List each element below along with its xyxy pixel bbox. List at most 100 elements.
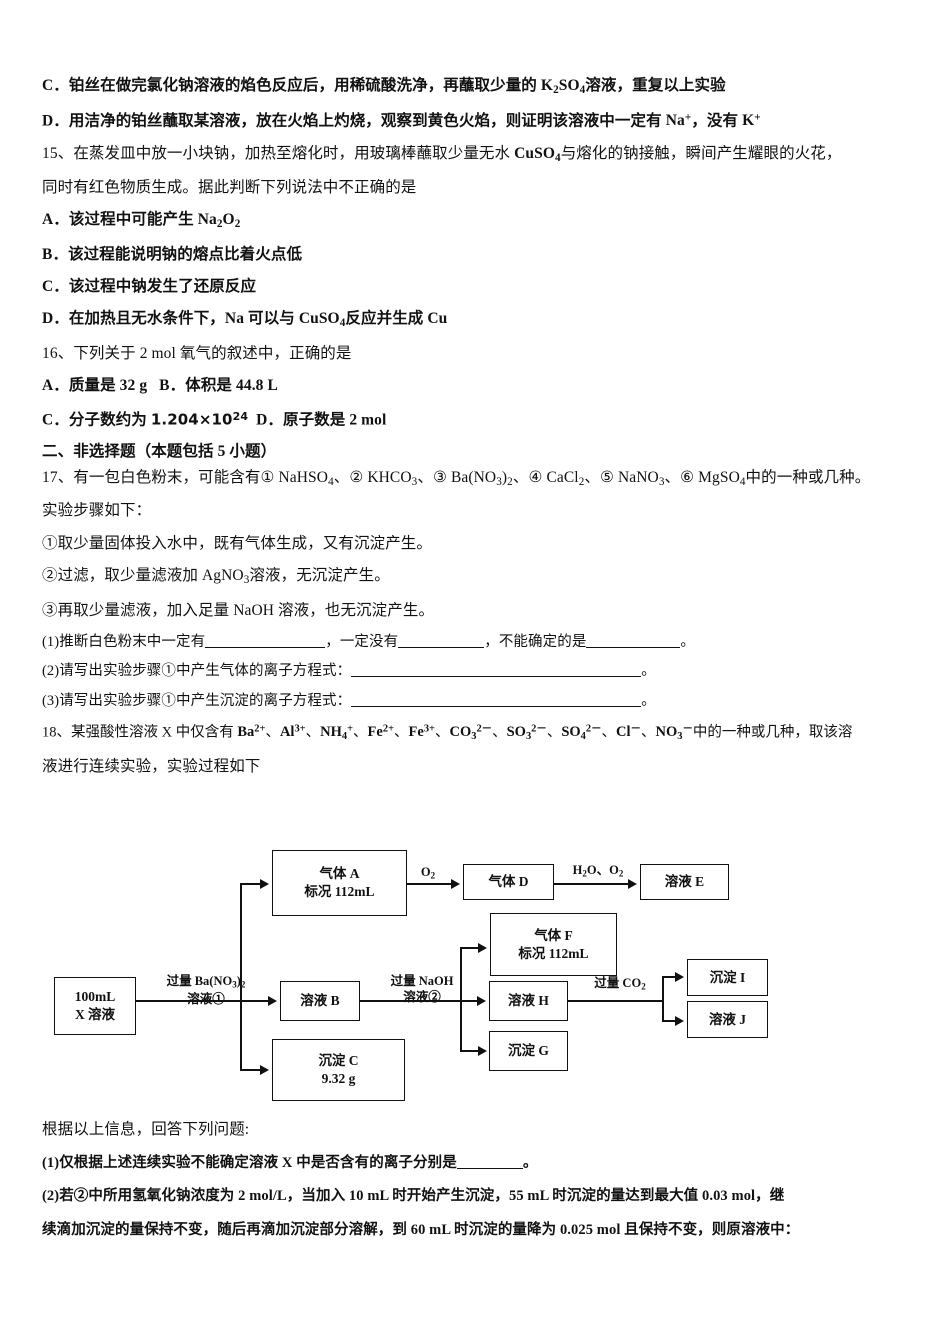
arrow-to-precip-c	[260, 1065, 269, 1075]
edge-label-o2-text: O2	[420, 865, 436, 881]
q17-sub3: (3)请写出实验步骤①中产生沉淀的离子方程式：。	[42, 692, 922, 709]
q16-option-c-label: C	[42, 411, 54, 429]
q15-option-c-label: C	[42, 277, 54, 295]
node-precip-c: 沉淀 C 9.32 g	[272, 1039, 405, 1101]
q18-ion-al: Al3+	[279, 723, 306, 741]
q17-blank-1[interactable]	[205, 647, 326, 649]
q17-stem-pre: 有一包白色粉末，可能含有	[73, 468, 261, 486]
q15-option-a-label: A	[42, 210, 54, 228]
node-gas-f-line1: 气体 F	[534, 927, 573, 943]
q14-option-d-text-pre: 用洁净的铂丝蘸取某溶液，放在火焰上灼烧，观察到黄色火焰，则证明该溶液中一定有	[68, 112, 666, 130]
node-gas-a: 气体 A 标况 112mL	[272, 850, 407, 916]
node-gas-d-line1: 气体 D	[488, 874, 529, 890]
q16-option-b-label: B	[159, 377, 170, 395]
q15-option-d-formula: Na 可以与 CuSO4反应并生成 Cu	[224, 310, 448, 330]
node-gas-f: 气体 F 标况 112mL	[490, 913, 617, 976]
edge-label-co2: 过量 CO2	[572, 975, 668, 993]
q17-blank-4[interactable]	[351, 676, 642, 678]
q17-stem-post: 中的一种或几种。	[745, 468, 871, 486]
arrow-to-gas-d	[451, 879, 460, 889]
q17-compound-6: ⑥ MgSO4	[680, 468, 746, 488]
node-gas-f-line2: 标况 112mL	[518, 945, 589, 961]
arrow-to-precip-g	[478, 1046, 487, 1056]
node-gas-a-line2: 标况 112mL	[304, 884, 375, 899]
node-solution-h: 溶液 H	[489, 981, 568, 1021]
edge-junction-to-solution-b	[240, 1000, 270, 1002]
answer-section: 根据以上信息，回答下列问题: (1)仅根据上述连续实验不能确定溶液 X 中是否含…	[42, 1121, 932, 1254]
node-precip-i-line1: 沉淀 I	[709, 969, 746, 985]
edge-gas-a-to-gas-d	[407, 883, 453, 885]
node-solution-b: 溶液 B	[280, 981, 360, 1021]
edge-label-ba-no3-line1: 过量 Ba(NO3)2	[166, 974, 246, 990]
q17-sub1: (1)推断白色粉末中一定有，一定没有，不能确定的是。	[42, 634, 922, 651]
q15-number: 15、	[42, 144, 74, 162]
edge-junction-vertical-middle	[460, 947, 462, 1050]
node-precip-g-line1: 沉淀 G	[508, 1043, 549, 1059]
q17-sub1-a: (1)推断白色粉末中一定有	[42, 634, 206, 651]
q15-stem-a: 在蒸发皿中放一小块钠，加热至熔化时，用玻璃棒蘸取少量无水	[73, 144, 515, 162]
q17-sub1-c: ，不能确定的是	[484, 634, 587, 651]
q16-options-row2: C．分子数约为 1.204×1024 D．原子数是 2 mol	[42, 409, 387, 429]
q17-sub2: (2)请写出实验步骤①中产生气体的离子方程式：。	[42, 664, 922, 679]
q17-sub3-b: 。	[641, 692, 656, 709]
q17-blank-2[interactable]	[398, 647, 485, 649]
edge-x-to-junction	[136, 1000, 242, 1002]
q15-option-a-formula: Na2O2	[197, 210, 241, 230]
q18-ion-cl: Cl－	[616, 723, 641, 741]
q15-stem-b: 与熔化的钠接触，瞬间产生耀眼的火花，	[560, 144, 842, 162]
edge-junction-to-solution-j	[662, 1020, 677, 1022]
q17-sub2-a: (2)请写出实验步骤①中产生气体的离子方程式：	[42, 663, 352, 680]
q14-option-c-text-pre: 铂丝在做完氯化钠溶液的焰色反应后，用稀硫酸洗净，再蘸取少量的	[68, 77, 541, 94]
q17-sub1-d: 。	[680, 634, 696, 651]
node-x-solution: 100mL X 溶液	[54, 977, 136, 1035]
q14-option-c-text-post: 溶液，重复以上实验	[585, 77, 726, 94]
edge-junction-to-precip-g	[460, 1050, 480, 1052]
q15-option-b-label: B	[42, 245, 53, 263]
arrow-to-gas-f	[478, 943, 487, 953]
q15-stem-line1: 15、在蒸发皿中放一小块钠，加热至熔化时，用玻璃棒蘸取少量无水 CuSO4与熔化…	[42, 144, 922, 165]
arrow-to-solution-e	[628, 879, 637, 889]
q17-step-2: ②过滤，取少量滤液加 AgNO3溶液，无沉淀产生。	[42, 567, 390, 587]
q18-ion-ba: Ba2+	[237, 723, 266, 741]
q18-stem-line1: 18、某强酸性溶液 X 中仅含有 Ba2+、Al3+、NH4+、Fe2+、Fe3…	[42, 723, 853, 743]
q16-option-b-text: 体积是 44.8 L	[185, 377, 278, 395]
q17-steps-heading: 实验步骤如下：	[42, 502, 152, 520]
q18-sub1-a: (1)仅根据上述连续实验不能确定溶液 X 中是否含有的离子分别是	[42, 1155, 457, 1172]
question-column: C．铂丝在做完氯化钠溶液的焰色反应后，用稀硫酸洗净，再蘸取少量的 K2SO4溶液…	[42, 77, 922, 791]
q18-number: 18、	[42, 724, 71, 741]
q15-option-b: B．该过程能说明钠的熔点比着火点低	[42, 245, 303, 263]
q17-compound-5: ⑤ NaNO3	[600, 468, 665, 488]
q16-option-c-value: 1.204×10	[150, 410, 233, 429]
node-solution-j-line1: 溶液 J	[708, 1011, 747, 1027]
q18-blank-1[interactable]	[456, 1168, 523, 1170]
q15-option-d: D．在加热且无水条件下，Na 可以与 CuSO4反应并生成 Cu	[42, 310, 448, 330]
q15-stem-line2: 同时有红色物质生成。据此判断下列说法中不正确的是	[42, 178, 417, 196]
q18-ion-fe3: Fe3+	[408, 723, 435, 741]
q15-option-a-text: 该过程中可能产生	[68, 210, 198, 228]
q14-option-d-mid: ，没有	[691, 112, 743, 130]
q16-option-c-exponent: 24	[232, 409, 249, 423]
q17-blank-5[interactable]	[351, 705, 642, 707]
q16-options-row1: A．质量是 32 g B．体积是 44.8 L	[42, 377, 278, 395]
edge-junction-to-gas-f	[460, 947, 480, 949]
q16-option-d-label: D	[256, 411, 268, 429]
q16-option-a-label: A	[42, 377, 54, 395]
arrow-to-gas-a	[260, 879, 269, 889]
node-precip-i: 沉淀 I	[687, 959, 768, 996]
section2-heading: 二、非选择题（本题包括 5 小题）	[42, 443, 277, 461]
edge-label-o2: O2	[411, 864, 445, 882]
edge-solution-h-to-junction	[568, 1000, 664, 1002]
q16-stem-text: 下列关于 2 mol 氧气的叙述中，正确的是	[73, 344, 352, 362]
q14-option-d-ion-na: Na+	[665, 111, 692, 130]
edge-label-naoh-line1: 过量 NaOH	[390, 974, 454, 988]
q18-stem-pre: 某强酸性溶液 X 中仅含有	[71, 724, 238, 741]
q17-number: 17、	[42, 468, 74, 486]
edge-junction-to-solution-h	[460, 1000, 479, 1002]
q14-option-d-label: D	[42, 112, 54, 130]
q15-option-d-text: 在加热且无水条件下，	[68, 310, 225, 328]
experiment-flowchart: 100mL X 溶液 气体 A 标况 112mL 气体 D 溶液 E 气体 F …	[42, 845, 922, 1105]
edge-solution-b-to-junction	[360, 1000, 462, 1002]
q17-blank-3[interactable]	[586, 647, 681, 649]
edge-label-ba-no3: 过量 Ba(NO3)2 溶液①	[141, 973, 271, 1007]
